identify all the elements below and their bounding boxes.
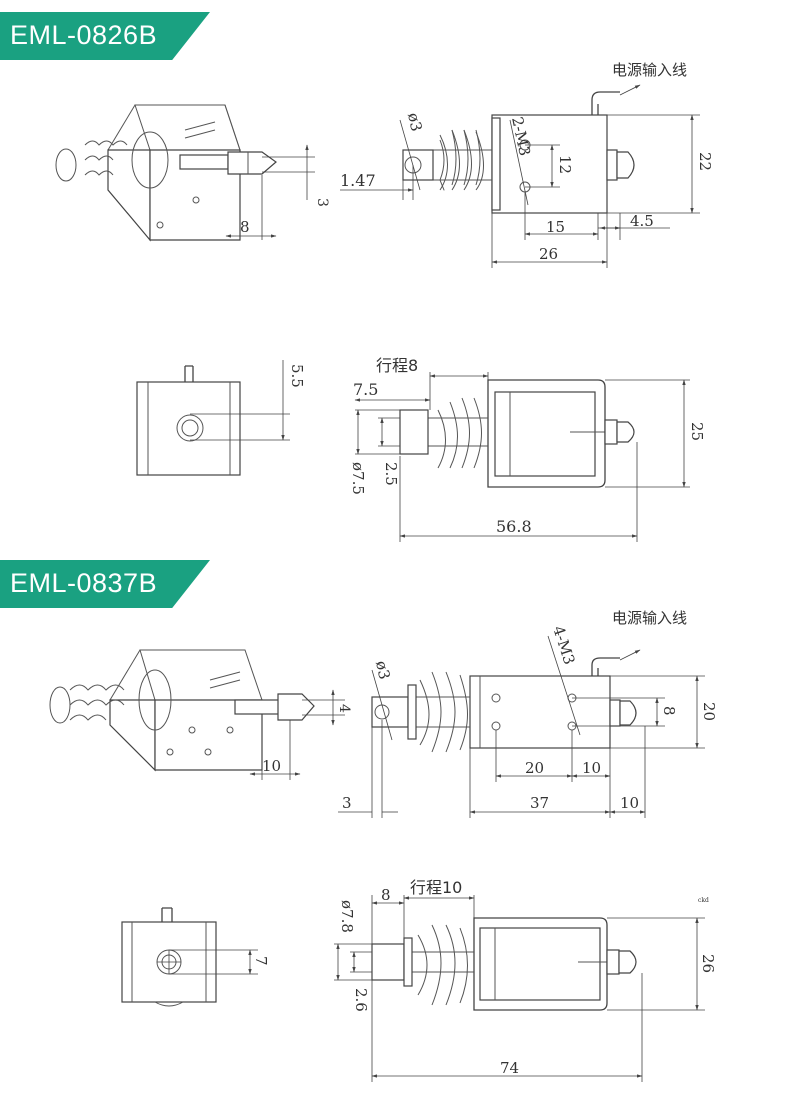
dim-hole-spacing-v: 12 xyxy=(556,155,574,174)
dim-stroke: 行程10 xyxy=(410,878,462,897)
dim-stroke: 行程8 xyxy=(376,356,418,375)
dim-plunger-dia: ø7.5 xyxy=(349,462,367,495)
dim-plunger-len: 8 xyxy=(381,886,391,904)
dim-plunger-step: 2.5 xyxy=(382,462,400,486)
dim-end-len: 10 xyxy=(620,794,639,812)
dim-shaft-len: 8 xyxy=(240,218,250,236)
dim-tip-offset: 4 xyxy=(336,704,352,713)
isometric-view-0826b: 8 3 xyxy=(55,104,330,242)
dim-mount-holes: 4-M3 xyxy=(549,624,578,667)
front-view-0826b: 电源输入线 22 12 2-M3 ø3 1.47 15 4.5 26 xyxy=(340,61,714,268)
dim-hole-spacing-h: 20 xyxy=(525,759,544,777)
model-banner-0826b: EML-0826B xyxy=(0,12,210,60)
end-view-0826b: 5.5 xyxy=(136,360,306,476)
dim-face-offset: 5.5 xyxy=(288,364,306,388)
dim-shaft-dia: ø3 xyxy=(372,659,393,681)
model-title: EML-0837B xyxy=(10,568,158,598)
dim-hole-spacing-v: 8 xyxy=(660,706,678,716)
dim-body-len: 26 xyxy=(539,245,558,263)
side-view-0837b: ckd 26 8 行程10 ø7.8 2.6 74 xyxy=(334,878,717,1082)
dim-plunger-dia: ø7.8 xyxy=(338,900,356,933)
end-view-0837b: 7 xyxy=(121,907,270,1007)
svg-text:ckd: ckd xyxy=(698,897,709,904)
model-banner-0837b: EML-0837B xyxy=(0,560,210,608)
dim-total-len: 74 xyxy=(500,1059,519,1077)
dim-width: 25 xyxy=(688,422,706,441)
dim-shaft-dia: ø3 xyxy=(404,111,425,133)
wire-label: 电源输入线 xyxy=(612,61,687,79)
dim-height: 20 xyxy=(700,702,718,721)
dim-width: 26 xyxy=(699,954,717,973)
dim-tip-offset: 3 xyxy=(314,198,330,207)
front-view-0837b: 电源输入线 4-M3 ø3 20 8 20 10 3 37 10 xyxy=(338,609,718,818)
dim-hole-x: 15 xyxy=(546,218,565,236)
dim-face-offset: 7 xyxy=(252,956,270,966)
wire-label: 电源输入线 xyxy=(612,609,687,627)
dim-shaft-len: 10 xyxy=(262,757,281,775)
dim-total-len: 56.8 xyxy=(496,517,532,536)
dim-pin-offset: 1.47 xyxy=(340,171,376,190)
dim-pin-offset: 3 xyxy=(342,794,352,812)
isometric-view-0837b: 10 4 xyxy=(49,649,352,780)
dim-hole-end: 10 xyxy=(582,759,601,777)
dim-body-len: 37 xyxy=(530,794,549,812)
dim-height: 22 xyxy=(696,152,714,171)
dim-end-offset: 4.5 xyxy=(630,212,654,230)
model-title: EML-0826B xyxy=(10,20,158,50)
dim-plunger-step: 2.6 xyxy=(352,988,370,1012)
side-view-0826b: 25 行程8 7.5 ø7.5 2.5 56.8 xyxy=(349,356,706,542)
dim-plunger-len: 7.5 xyxy=(353,380,378,399)
